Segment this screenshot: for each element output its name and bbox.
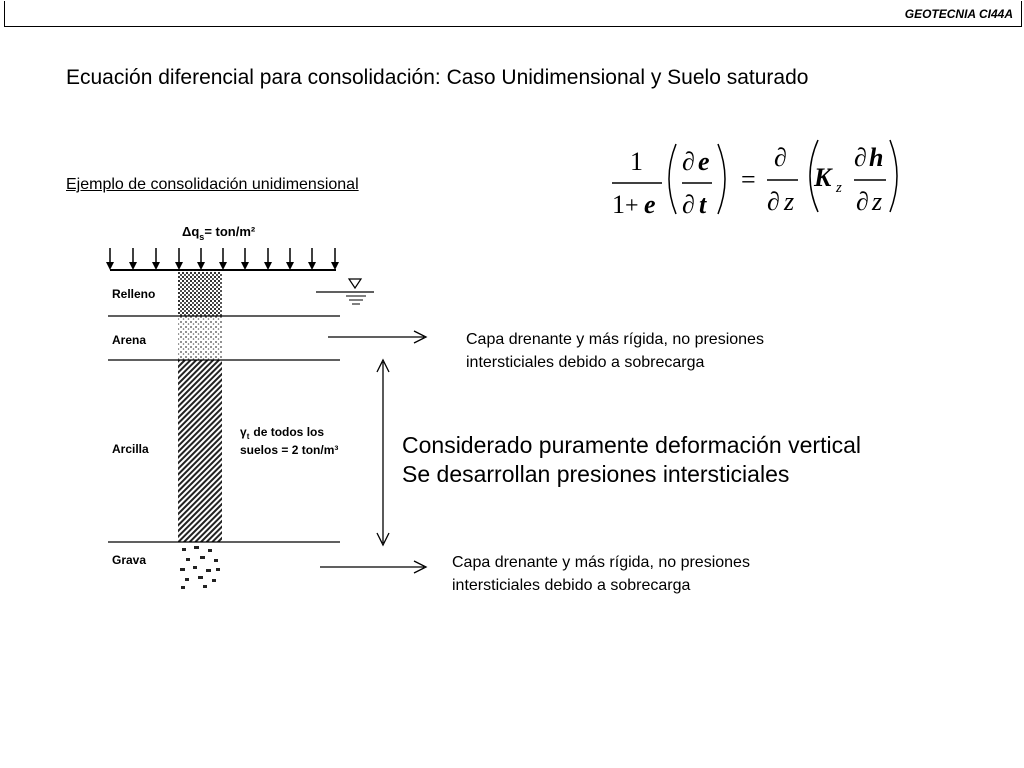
main-statement-line-1: Considerado puramente deformación vertic… (402, 432, 861, 458)
main-statement-line-2: Se desarrollan presiones intersticiales (402, 461, 790, 487)
arcilla-column (178, 360, 222, 542)
arena-column (178, 316, 222, 360)
unit-weight-value: suelos = 2 ton/m³ (240, 443, 338, 457)
eq-partial-3: ∂ (774, 143, 787, 172)
top-note-line-2: intersticiales debido a sobrecarga (466, 354, 705, 371)
eq-var-h: h (869, 143, 883, 172)
eq-var-z-2: z (871, 187, 882, 216)
top-drainage-note: Capa drenante y más rígida, no presiones… (466, 328, 764, 374)
bottom-note-line-1: Capa drenante y más rígida, no presiones (452, 554, 750, 571)
soil-profile-diagram: Δqs= ton/m² Relleno Arena Arcilla Grava … (106, 224, 374, 589)
load-label: Δqs= ton/m² (182, 224, 256, 242)
eq-lhs-denominator-var: e (644, 190, 656, 219)
layer-label-relleno: Relleno (112, 287, 155, 301)
eq-partial-5: ∂ (854, 143, 867, 172)
consolidation-equation: 1 1 + e ∂ e ∂ t = ∂ ∂ z K z ∂ h ∂ z (612, 139, 898, 219)
eq-equals: = (741, 165, 756, 194)
eq-coef-sub: z (835, 180, 842, 196)
layer-label-grava: Grava (112, 553, 146, 567)
slide-title: Ecuación diferencial para consolidación:… (66, 66, 809, 89)
top-note-line-1: Capa drenante y más rígida, no presiones (466, 331, 764, 348)
header-frame: GEOTECNIA CI44A (4, 1, 1022, 27)
example-subtitle: Ejemplo de consolidación unidimensional (66, 176, 359, 193)
bottom-note-line-2: intersticiales debido a sobrecarga (452, 577, 691, 594)
eq-coef-K: K (813, 163, 833, 192)
eq-partial-6: ∂ (856, 187, 869, 216)
eq-lhs-denominator-one: 1 (612, 190, 625, 219)
eq-var-z-1: z (783, 187, 794, 216)
water-table-icon (316, 278, 374, 305)
bottom-drainage-note: Capa drenante y más rígida, no presiones… (452, 551, 750, 597)
eq-lhs-numerator: 1 (630, 147, 643, 176)
relleno-column (178, 272, 222, 316)
eq-lhs-denominator-plus: + (625, 193, 639, 219)
clay-thickness-arrow (376, 358, 390, 547)
eq-partial-1: ∂ (682, 147, 695, 176)
main-statement: Considerado puramente deformación vertic… (402, 431, 861, 489)
eq-partial-2: ∂ (682, 190, 695, 219)
arrow-to-bottom-note (320, 560, 428, 574)
grava-column (180, 546, 220, 589)
layer-label-arcilla: Arcilla (112, 442, 149, 456)
surcharge-load-arrows (106, 248, 339, 271)
arrow-to-top-note (328, 330, 428, 344)
eq-var-t: t (699, 190, 707, 219)
eq-partial-4: ∂ (767, 187, 780, 216)
layer-label-arena: Arena (112, 333, 146, 347)
course-tag: GEOTECNIA CI44A (904, 7, 1013, 21)
eq-var-e: e (698, 147, 710, 176)
